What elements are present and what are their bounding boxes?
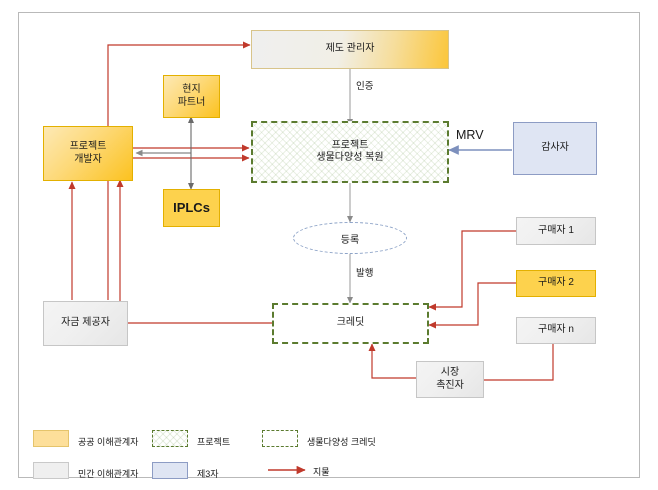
diagram-frame [18, 12, 640, 478]
node-regulator[interactable]: 제도 관리자 [251, 30, 449, 69]
node-credit[interactable]: 크레딧 [272, 303, 429, 344]
legend-label-third-party: 제3자 [197, 469, 219, 479]
legend-label-biodiversity-credit: 생물다양성 크레딧 [307, 437, 376, 447]
legend-label-project: 프로젝트 [197, 437, 231, 447]
node-project-developer[interactable]: 프로젝트 개발자 [43, 126, 133, 181]
legend-swatch-public-stakeholder [33, 430, 69, 447]
legend-label-public-stakeholder: 공공 이해관계자 [78, 437, 139, 447]
node-buyer-2[interactable]: 구매자 2 [516, 270, 596, 297]
node-iplcs[interactable]: IPLCs [163, 189, 220, 227]
edge-label-mrv: MRV [456, 128, 484, 142]
edge-label-certification: 인증 [356, 81, 374, 92]
node-auditor[interactable]: 감사자 [513, 122, 597, 175]
legend-swatch-third-party [152, 462, 188, 479]
legend-swatch-biodiversity-credit [262, 430, 298, 447]
edge-label-issuance: 발행 [356, 268, 374, 279]
legend-label-flow: 지물 [313, 467, 330, 477]
legend-label-private-stakeholder: 민간 이해관계자 [78, 469, 139, 479]
node-funder[interactable]: 자금 제공자 [43, 301, 128, 346]
node-project[interactable]: 프로젝트 생물다양성 복원 [251, 121, 449, 183]
node-buyer-1[interactable]: 구매자 1 [516, 217, 596, 245]
legend-swatch-project [152, 430, 188, 447]
node-market-facilitator[interactable]: 시장 촉진자 [416, 361, 484, 398]
node-registration[interactable]: 등록 [293, 222, 407, 254]
node-buyer-n[interactable]: 구매자 n [516, 317, 596, 344]
node-local-partner[interactable]: 현지 파트너 [163, 75, 220, 118]
legend-swatch-private-stakeholder [33, 462, 69, 479]
